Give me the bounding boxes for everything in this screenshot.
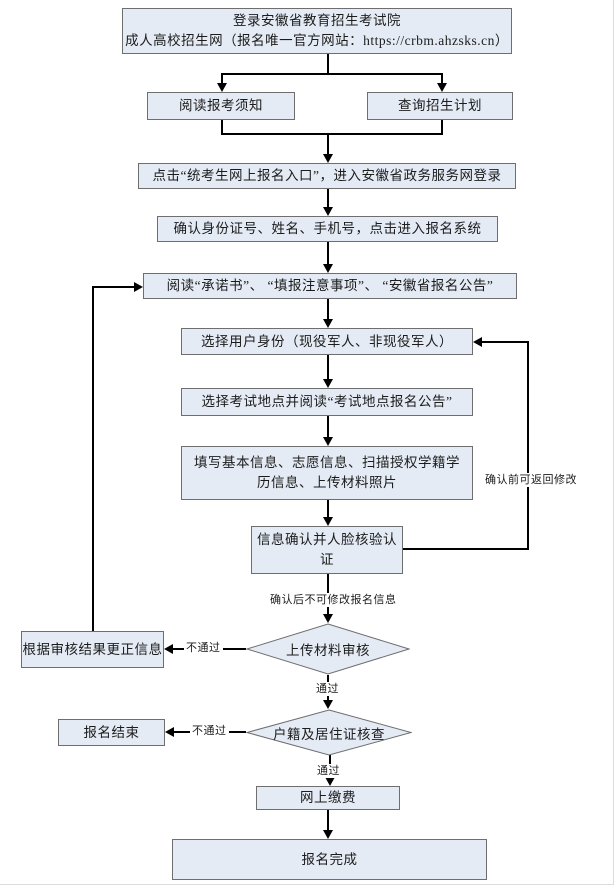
connector-line-feedback-left (92, 286, 134, 288)
connector-line (221, 120, 223, 135)
node-select-exam-site: 选择考试地点并阅读“考试地点报名公告” (181, 388, 473, 416)
node-login-site: 登录安徽省教育招生考试院 成人高校招生网（报名唯一官方网站：https://cr… (122, 8, 512, 54)
arrow-down-icon (323, 830, 333, 839)
connector-line (441, 73, 443, 84)
connector-line (327, 133, 329, 154)
decision-material-review: 上传材料审核 (246, 623, 410, 675)
node-select-user-type: 选择用户身份（现役军人、非现役军人） (181, 328, 473, 355)
connector-line (327, 189, 329, 207)
diamond-shape (246, 623, 410, 675)
connector-line (327, 355, 329, 379)
node-entry-portal: 点击“统考生网上报名入口”，进入安徽省政务服务网登录 (138, 163, 516, 189)
connector-line-feedback-left (92, 286, 94, 632)
arrow-right-icon (134, 282, 143, 292)
connector-line (327, 810, 329, 830)
connector-line (327, 500, 329, 517)
arrow-down-icon (323, 207, 333, 216)
edge-label-fail-material: 不通过 (184, 641, 223, 655)
node-login-line1: 登录安徽省教育招生考试院 (233, 13, 401, 28)
arrow-down-icon (323, 700, 333, 709)
edge-label-pass-material: 通过 (314, 682, 341, 696)
arrow-down-icon (323, 614, 333, 623)
diamond-shape (246, 709, 412, 756)
edge-label-no-modify-after-confirm: 确认后不可修改报名信息 (268, 593, 399, 607)
node-confirm-identity: 确认身份证号、姓名、手机号，点击进入报名系统 (157, 216, 498, 242)
arrow-down-icon (323, 319, 333, 328)
connector-line (327, 299, 329, 319)
connector-line (221, 73, 443, 75)
decision-material-review-label: 上传材料审核 (286, 643, 370, 658)
node-confirm-face-verify: 信息确认并人脸核验认证 (251, 526, 403, 574)
connector-line-feedback-right (403, 548, 529, 550)
arrow-down-icon (323, 154, 333, 163)
connector-line (441, 120, 443, 135)
arrow-down-icon (323, 437, 333, 446)
connector-line (327, 415, 329, 437)
node-registration-complete: 报名完成 (172, 839, 487, 880)
node-registration-end: 报名结束 (58, 719, 165, 746)
node-read-notice: 阅读报考须知 (147, 92, 295, 120)
arrow-left-icon (164, 644, 173, 654)
edge-label-fail-residence: 不通过 (190, 724, 229, 738)
arrow-down-icon (325, 777, 335, 786)
edge-label-pass-residence: 通过 (315, 764, 342, 778)
arrow-left-icon (165, 727, 174, 737)
arrow-down-icon (437, 83, 447, 92)
decision-residence-check: 户籍及居住证核查 (246, 709, 412, 756)
arrow-left-icon (473, 337, 482, 347)
node-fill-information: 填写基本信息、志愿信息、扫描授权学籍学历信息、上传材料照片 (181, 446, 473, 500)
node-online-payment: 网上缴费 (256, 786, 400, 810)
connector-line (327, 242, 329, 264)
arrow-down-icon (217, 83, 227, 92)
connector-line-feedback-right (482, 341, 527, 343)
arrow-down-icon (323, 517, 333, 526)
node-query-plan: 查询招生计划 (367, 92, 513, 120)
arrow-down-icon (323, 379, 333, 388)
arrow-down-icon (323, 264, 333, 273)
connector-line (221, 73, 223, 84)
node-read-documents: 阅读“承诺书”、 “填报注意事项”、 “安徽省报名公告” (143, 273, 517, 299)
connector-line (327, 54, 329, 73)
connector-line (221, 133, 443, 135)
node-correct-info: 根据审核结果更正信息 (21, 631, 164, 668)
decision-residence-check-label: 户籍及居住证核查 (273, 726, 385, 742)
node-login-line2: 成人高校招生网（报名唯一官方网站：https://crbm.ahzsks.cn） (125, 33, 509, 48)
edge-label-return-before-confirm: 确认前可返回修改 (483, 473, 579, 487)
connector-line-feedback-right (527, 341, 529, 550)
